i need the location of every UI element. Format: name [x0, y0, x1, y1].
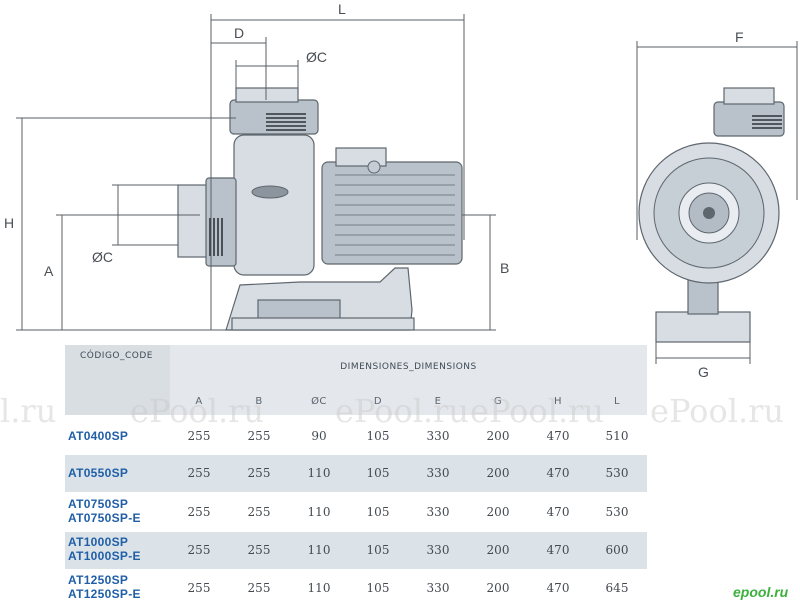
pump-front-view [638, 87, 785, 343]
cell-L: 600 [605, 543, 629, 557]
cell-D: 105 [366, 505, 390, 519]
watermark-text: ePool.ru [130, 392, 265, 430]
watermark-text: l.ru [0, 392, 57, 430]
cell-OC: 110 [307, 466, 331, 480]
cell-G: 200 [486, 543, 510, 557]
cell-L: 645 [605, 581, 629, 595]
watermark-text: ePool.ru [335, 392, 470, 430]
cell-G: 200 [486, 429, 510, 443]
cell-D: 105 [366, 581, 390, 595]
cell-H: 470 [546, 505, 570, 519]
cell-A: 255 [187, 466, 211, 480]
cell-L: 530 [605, 466, 629, 480]
watermark-text: ePool.ru [470, 392, 605, 430]
cell-OC: 110 [307, 581, 331, 595]
side-view-dimension-lines [16, 14, 496, 331]
cell-A: 255 [187, 429, 211, 443]
col-head-H: H [553, 396, 563, 407]
cell-OC: 90 [311, 429, 327, 443]
cell-A: 255 [187, 543, 211, 557]
product-code: AT0400SP [68, 429, 129, 443]
dim-label-L: L [338, 1, 346, 17]
cell-H: 470 [546, 543, 570, 557]
dim-label-G: G [698, 364, 709, 380]
dim-label-H: H [4, 215, 14, 231]
table-row: AT0750SP AT0750SP-E 255 255 110 105 330 … [65, 493, 647, 531]
cell-B: 255 [247, 505, 271, 519]
dim-label-B: B [500, 260, 509, 276]
cell-B: 255 [247, 429, 271, 443]
dim-label-F: F [735, 29, 744, 45]
pump-side-view [177, 87, 463, 331]
dimensions-header-label: DIMENSIONES_DIMENSIONS [340, 362, 477, 372]
dim-label-oc-top: ØC [306, 49, 327, 65]
cell-D: 105 [366, 429, 390, 443]
col-head-OC: ØC [311, 396, 327, 407]
table-row: AT1250SP AT1250SP-E 255 255 110 105 330 … [65, 570, 647, 607]
cell-H: 470 [546, 581, 570, 595]
dimensions-header: DIMENSIONES_DIMENSIONS A B ØC D E G H L [170, 345, 647, 415]
dim-label-oc-left: ØC [92, 249, 113, 265]
col-head-E: E [434, 396, 442, 407]
col-head-A: A [195, 396, 203, 407]
dimension-column-heads: A B ØC D E G H L [170, 396, 647, 410]
cell-G: 200 [486, 466, 510, 480]
code-column-header: CÓDIGO_CODE [65, 345, 170, 415]
cell-B: 255 [247, 543, 271, 557]
cell-B: 255 [247, 581, 271, 595]
cell-D: 105 [366, 466, 390, 480]
product-code: AT1250SP-E [68, 587, 141, 601]
watermark-text: ePool.ru [650, 392, 785, 430]
cell-D: 105 [366, 543, 390, 557]
cell-E: 330 [426, 466, 450, 480]
col-head-B: B [255, 396, 263, 407]
cell-E: 330 [426, 581, 450, 595]
cell-OC: 110 [307, 543, 331, 557]
table-row: AT0550SP 255 255 110 105 330 200 470 530 [65, 455, 647, 492]
cell-H: 470 [546, 466, 570, 480]
cell-OC: 110 [307, 505, 331, 519]
cell-E: 330 [426, 543, 450, 557]
cell-G: 200 [486, 581, 510, 595]
cell-E: 330 [426, 429, 450, 443]
cell-E: 330 [426, 505, 450, 519]
corner-watermark: epool.ru [733, 584, 789, 600]
cell-A: 255 [187, 505, 211, 519]
table-row: AT0400SP 255 255 90 105 330 200 470 510 [65, 418, 647, 454]
cell-H: 470 [546, 429, 570, 443]
product-code: AT0550SP [68, 466, 129, 480]
cell-B: 255 [247, 466, 271, 480]
cell-G: 200 [486, 505, 510, 519]
product-code: AT0750SP-E [68, 511, 141, 525]
dim-label-A: A [44, 263, 54, 279]
cell-L: 530 [605, 505, 629, 519]
table-row: AT1000SP AT1000SP-E 255 255 110 105 330 … [65, 532, 647, 569]
cell-A: 255 [187, 581, 211, 595]
product-code: AT0750SP [68, 497, 129, 511]
product-code: AT1000SP [68, 535, 129, 549]
cell-L: 510 [605, 429, 629, 443]
front-view-dimension-lines [636, 41, 798, 364]
col-head-G: G [493, 396, 503, 407]
product-code: AT1250SP [68, 573, 129, 587]
col-head-D: D [373, 396, 383, 407]
col-head-L: L [613, 396, 621, 407]
dim-label-D: D [234, 25, 244, 41]
product-code: AT1000SP-E [68, 549, 141, 563]
code-header-label: CÓDIGO_CODE [80, 351, 153, 361]
